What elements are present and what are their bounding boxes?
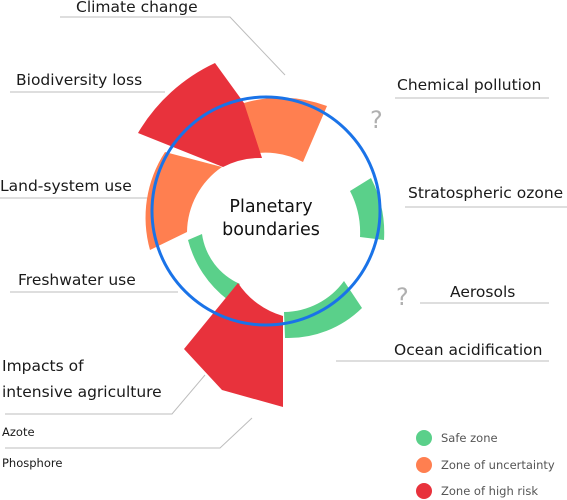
legend-high-risk: Zone of high risk [416,483,538,499]
label-freshwater-use: Freshwater use [18,271,136,289]
legend-safe-zone: Safe zone [416,430,498,446]
legend-label-high-risk: Zone of high risk [441,484,538,498]
unknown-chemical-icon: ? [370,106,383,134]
wedge-azote [184,283,283,407]
label-agri-line2: intensive agriculture [2,383,162,401]
label-agri-line1: Impacts of [2,357,84,375]
legend-label-safe: Safe zone [441,431,498,445]
wedge-climate-change [244,97,327,162]
leader-lines [0,16,567,449]
center-title-line2: boundaries [222,220,320,240]
label-climate-change: Climate change [76,0,198,16]
label-ocean-acidification: Ocean acidification [394,341,543,359]
legend-dot-high-risk [416,483,432,499]
legend-label-uncertainty: Zone of uncertainty [441,458,555,472]
label-phosphore: Phosphore [2,456,63,470]
unknown-aerosols-icon: ? [396,283,409,311]
legend-dot-uncertainty [416,457,432,473]
leader-climate [60,16,286,76]
label-aerosols: Aerosols [450,283,516,301]
wedge-stratospheric-ozone [350,178,385,240]
safe-boundary-circle [150,95,382,327]
wedge-freshwater [188,234,240,300]
label-azote: Azote [2,425,35,439]
label-stratospheric-ozone: Stratospheric ozone [408,184,564,202]
wedge-land-system [145,152,222,250]
legend-dot-safe [416,430,432,446]
leader-phosphore [5,417,253,449]
legend-uncertainty: Zone of uncertainty [416,457,555,473]
leader-agri [5,374,206,415]
center-title: Planetary boundaries [205,196,337,242]
wedge-biodiversity [138,63,262,167]
label-land-system-use: Land-system use [0,177,132,195]
label-biodiversity-loss: Biodiversity loss [16,71,143,89]
label-chemical-pollution: Chemical pollution [397,76,542,94]
center-title-line1: Planetary [229,197,313,217]
